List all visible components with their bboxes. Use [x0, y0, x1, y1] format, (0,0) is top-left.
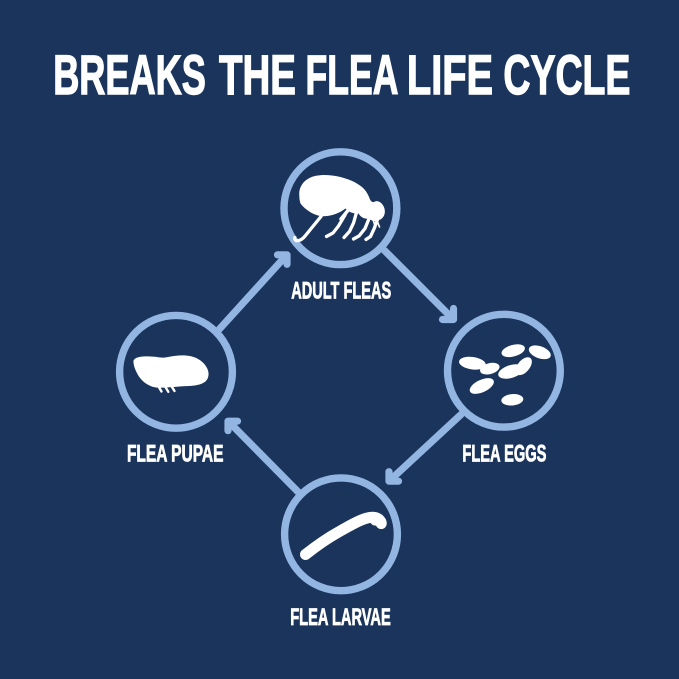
svg-text:CYCLE: CYCLE — [503, 44, 630, 106]
svg-text:FLEA PUPAE: FLEA PUPAE — [127, 442, 224, 468]
svg-text:ADULT FLEAS: ADULT FLEAS — [291, 279, 391, 305]
svg-text:THE: THE — [219, 44, 296, 106]
svg-text:FLEA: FLEA — [306, 44, 399, 106]
svg-text:FLEA EGGS: FLEA EGGS — [462, 442, 546, 468]
svg-text:LIFE: LIFE — [407, 44, 493, 106]
svg-text:FLEA LARVAE: FLEA LARVAE — [290, 605, 391, 631]
svg-text:BREAKS: BREAKS — [53, 44, 206, 106]
